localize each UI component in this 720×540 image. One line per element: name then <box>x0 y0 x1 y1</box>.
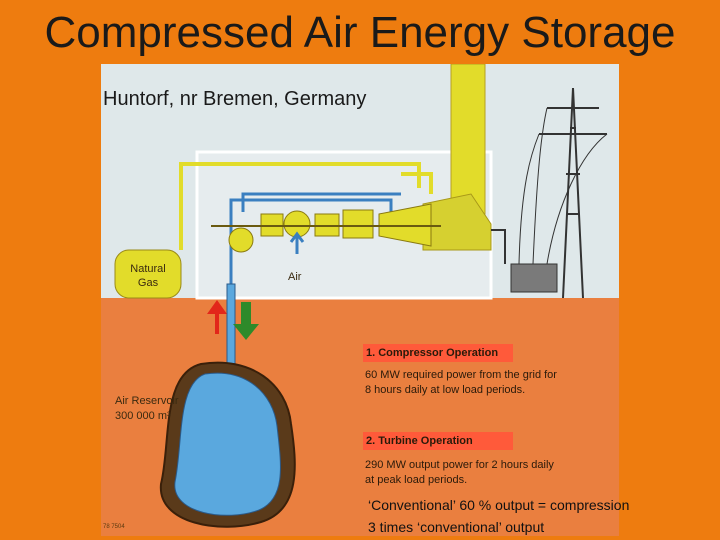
air-pipe-lower <box>241 192 401 212</box>
natural-gas-label: Natural Gas <box>130 263 166 289</box>
caes-diagram: Huntorf, nr Bremen, Germany Natural Gas … <box>101 64 619 536</box>
pylon-arms <box>539 107 607 135</box>
air-intake-arrow <box>289 231 305 254</box>
turbine-operation-text: 290 MW output power for 2 hours daily at… <box>365 459 554 486</box>
power-pylon <box>562 87 584 299</box>
air-in-arrow <box>207 300 227 334</box>
location-label: Huntorf, nr Bremen, Germany <box>103 88 367 110</box>
compressor-lp <box>228 227 254 253</box>
compressor-operation-badge: 1. Compressor Operation <box>363 344 513 362</box>
motor-generator <box>342 209 374 239</box>
slide-title: Compressed Air Energy Storage <box>44 8 676 57</box>
air-label: Air <box>288 271 302 283</box>
footnote-conventional: ‘Conventional’ 60 % output = compression <box>368 497 630 513</box>
chimney <box>450 64 486 215</box>
natural-gas-tank <box>114 249 182 299</box>
power-lines <box>518 107 608 265</box>
figure-id: 78 7504 <box>103 524 125 530</box>
cable <box>491 229 506 264</box>
air-out-arrow <box>233 302 259 340</box>
turbine-operation-badge: 2. Turbine Operation <box>363 432 513 450</box>
footnote-output: 3 times ‘conventional’ output <box>368 519 545 535</box>
compressor-operation-text: 60 MW required power from the grid for 8… <box>365 369 557 396</box>
transformer <box>510 263 558 293</box>
burner-pipe <box>401 172 433 194</box>
air-reservoir <box>174 372 281 516</box>
diagram-graphic <box>101 64 619 536</box>
reservoir-label: Air Reservoir 300 000 m³ <box>115 395 179 422</box>
